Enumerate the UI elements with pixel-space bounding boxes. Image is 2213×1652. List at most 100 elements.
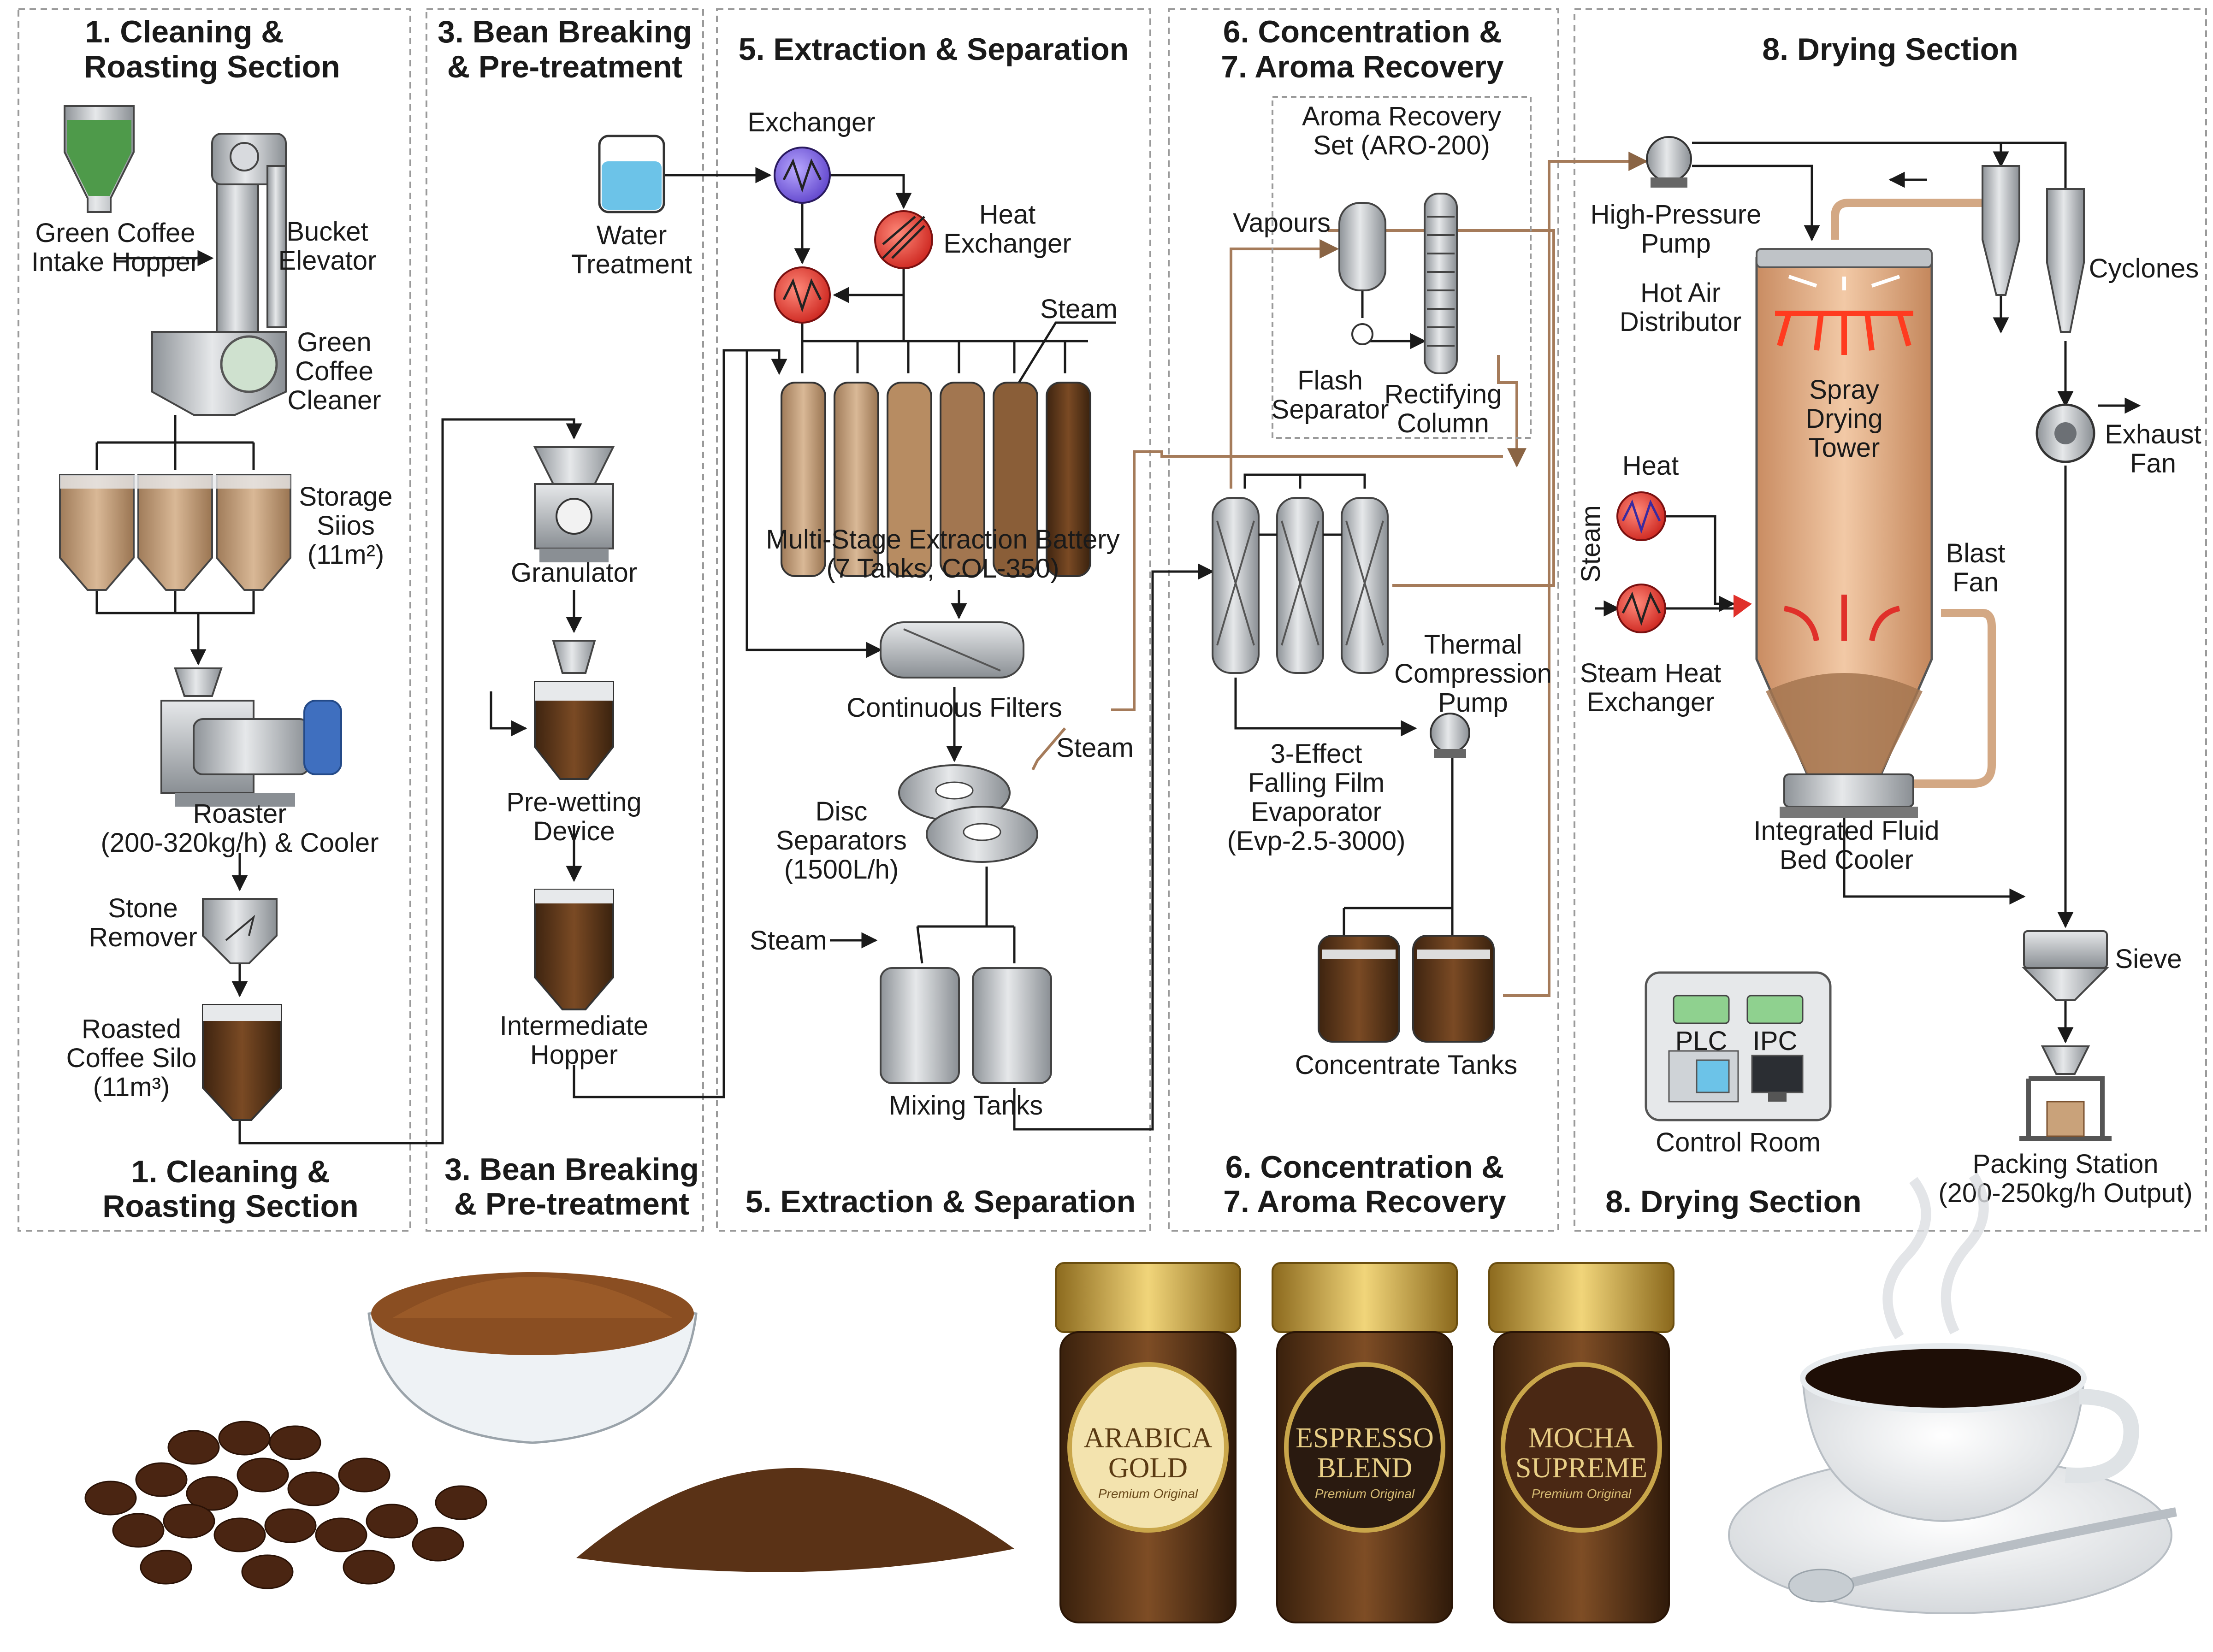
rectifying-column bbox=[1424, 193, 1458, 374]
packing-station-frame bbox=[2019, 1076, 2112, 1141]
high-pressure-pump-base bbox=[1651, 177, 1687, 188]
heading-bottom-7: 7. Aroma Recovery bbox=[1223, 1184, 1506, 1219]
pipe-pump-to-tanks bbox=[1343, 751, 1454, 936]
pipe-cleaner-to-silos bbox=[95, 415, 255, 470]
extraction-tank-3 bbox=[887, 382, 932, 577]
label-flash-1: Flash bbox=[1297, 366, 1363, 395]
label-silos-1: Storage bbox=[299, 482, 392, 512]
pipe-steam-1 bbox=[1018, 321, 1116, 384]
label-disc-1: Disc bbox=[816, 796, 868, 826]
jar-1-line2: GOLD bbox=[1108, 1452, 1188, 1484]
label-evap-3: Evaporator bbox=[1251, 797, 1382, 827]
exchanger-circle bbox=[774, 147, 831, 204]
label-steam-1: Steam bbox=[1040, 294, 1118, 324]
brown-pipe-tower-top bbox=[1831, 199, 2001, 240]
pipe-hx-left bbox=[833, 267, 905, 303]
heading-bottom-1b: Roasting Section bbox=[102, 1189, 358, 1224]
green-coffee-fill bbox=[67, 120, 131, 196]
brown-pipes bbox=[1031, 152, 2001, 997]
label-exchanger: Exchanger bbox=[747, 107, 875, 137]
label-rect-1: Rectifying bbox=[1385, 379, 1502, 409]
fluid-bed-cooler-base bbox=[1780, 807, 1918, 818]
disc-separators bbox=[898, 764, 1038, 863]
section-6-7-equipment bbox=[1212, 96, 1532, 1043]
falling-film-evaporator bbox=[1212, 497, 1389, 674]
pipe-top-cyclone bbox=[1692, 142, 2067, 189]
roaster-hopper bbox=[174, 667, 223, 697]
label-tcp-3: Pump bbox=[1438, 688, 1508, 718]
granules-mound bbox=[392, 1277, 673, 1318]
roasted-silo-top bbox=[203, 1005, 281, 1021]
extraction-battery bbox=[781, 382, 1091, 577]
extraction-tank-6 bbox=[1046, 382, 1091, 577]
label-battery-2: (7 Tanks, COL-350) bbox=[826, 554, 1059, 584]
steam-heat-exchanger-circle bbox=[1616, 584, 1666, 633]
spoon-bowl bbox=[1788, 1569, 1854, 1603]
storage-silo-tops bbox=[60, 475, 290, 489]
label-had-2: Distributor bbox=[1620, 307, 1741, 337]
label-roaster-1: Roaster bbox=[193, 799, 286, 829]
label-evap-2: Falling Film bbox=[1248, 768, 1385, 798]
label-ipc: IPC bbox=[1753, 1026, 1798, 1056]
label-stone-1: Stone bbox=[108, 893, 178, 923]
high-pressure-pump bbox=[1646, 136, 1692, 182]
spoon bbox=[1838, 1507, 2177, 1590]
roaster bbox=[160, 667, 342, 807]
brown-pipe-blast bbox=[1913, 609, 1996, 788]
packing-bag bbox=[2046, 1101, 2085, 1137]
extraction-tank-5 bbox=[993, 382, 1038, 577]
label-concentrate: Concentrate Tanks bbox=[1295, 1050, 1518, 1080]
coffee-jar-1: ARABICA GOLD Premium Original bbox=[1055, 1262, 1241, 1623]
label-tcp-1: Thermal bbox=[1424, 630, 1522, 660]
jar-1-tagline: Premium Original bbox=[1098, 1487, 1198, 1501]
label-disc-2: Separators bbox=[776, 826, 907, 856]
label-hpp-1: High-Pressure bbox=[1591, 200, 1762, 230]
section-headings: 1. Cleaning & Roasting Section 3. Bean B… bbox=[84, 14, 2018, 1224]
steam-heat-exchanger-coil bbox=[1621, 591, 1661, 626]
heading-top-1b: Roasting Section bbox=[84, 49, 340, 84]
label-shx-1: Steam Heat bbox=[1580, 658, 1721, 688]
label-cleaner-1: Green bbox=[297, 327, 371, 357]
jar-3-line1: MOCHA bbox=[1528, 1422, 1635, 1454]
mixing-tank-2 bbox=[972, 967, 1052, 1084]
pipe-hopper-to-extraction bbox=[573, 349, 787, 1098]
tower-top-cap bbox=[1756, 248, 1933, 268]
tower-inlet bbox=[1734, 595, 1752, 618]
heading-bottom-3a: 3. Bean Breaking bbox=[444, 1152, 699, 1187]
pipe-evap-top bbox=[1243, 473, 1366, 489]
label-roasted-2: Coffee Silo bbox=[66, 1043, 197, 1073]
plc-screen bbox=[1673, 995, 1730, 1024]
tower-powder bbox=[1766, 673, 1923, 774]
extraction-tank-1 bbox=[781, 382, 826, 577]
storage-silo-1 bbox=[59, 474, 135, 591]
concentrate-tank-2 bbox=[1412, 935, 1495, 1043]
pipe-top-feed bbox=[1692, 165, 1820, 242]
label-roaster-2: (200-320kg/h) & Cooler bbox=[101, 828, 379, 858]
section-1-equipment bbox=[59, 105, 342, 1121]
label-water-1: Water bbox=[597, 220, 667, 250]
disc-separator-2-hole bbox=[963, 823, 1001, 841]
plc-modules bbox=[1696, 1059, 1730, 1093]
label-steam-4: Steam bbox=[1576, 505, 1606, 583]
sieve-funnel bbox=[2022, 967, 2109, 1001]
jar-2-line1: ESPRESSO bbox=[1296, 1422, 1434, 1454]
label-hpp-2: Pump bbox=[1641, 229, 1711, 259]
pipe-silos-merge bbox=[95, 590, 255, 664]
pipe-manifold bbox=[801, 267, 1088, 373]
panel-bean-breaking bbox=[426, 8, 704, 1232]
label-packing-1: Packing Station bbox=[1972, 1149, 2158, 1179]
label-cleaner-2: Coffee bbox=[295, 356, 373, 386]
pipe-mixing-to-evap bbox=[1013, 563, 1214, 1131]
exhaust-fan-hub bbox=[2054, 422, 2077, 444]
heading-top-6: 6. Concentration & bbox=[1223, 14, 1502, 49]
label-tower-2: Drying bbox=[1805, 404, 1883, 434]
thermal-compression-pump bbox=[1430, 713, 1470, 753]
heading-top-7: 7. Aroma Recovery bbox=[1221, 49, 1504, 84]
label-silos-3: (11m²) bbox=[308, 540, 384, 570]
label-battery-1: Multi-Stage Extraction Battery bbox=[766, 525, 1119, 555]
jar-3-tagline: Premium Original bbox=[1532, 1487, 1632, 1501]
roaster-motor bbox=[303, 700, 342, 775]
brown-pipe-mid bbox=[1111, 450, 1503, 711]
intermediate-hopper-top bbox=[535, 890, 613, 903]
